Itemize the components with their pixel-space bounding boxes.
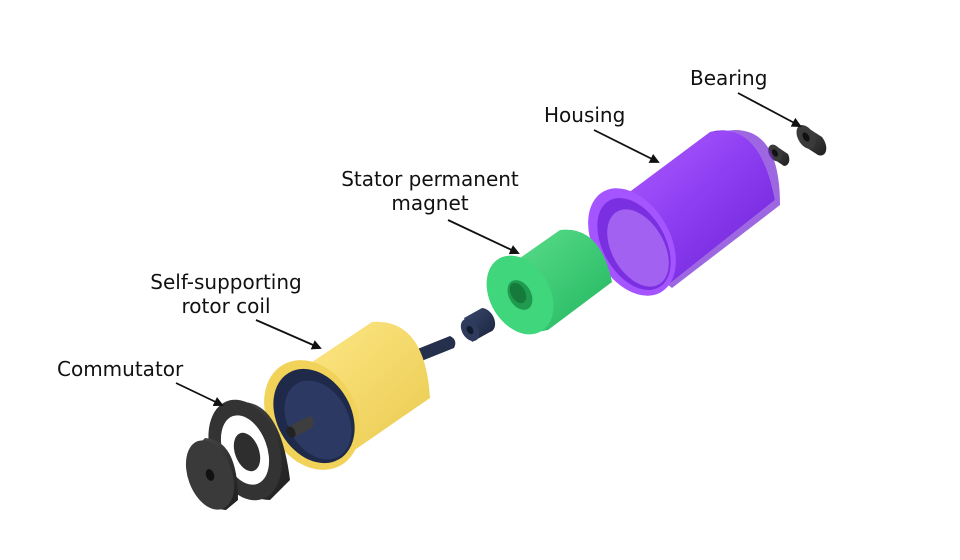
housing-part bbox=[588, 130, 780, 296]
rotor-coil-part bbox=[264, 321, 430, 470]
label-rotor-line1: Self-supporting bbox=[150, 270, 302, 294]
label-housing: Housing bbox=[544, 103, 626, 127]
bearing-part bbox=[768, 125, 827, 166]
commutator-part bbox=[185, 399, 290, 510]
label-stator-line1: Stator permanent bbox=[341, 167, 519, 191]
shaft-spacer-part bbox=[460, 308, 496, 342]
leader-lines bbox=[175, 92, 802, 407]
label-stator-magnet: Stator permanent magnet bbox=[330, 167, 530, 215]
label-commutator: Commutator bbox=[57, 357, 184, 381]
stator-leader bbox=[447, 219, 520, 255]
commutator-leader bbox=[175, 382, 224, 407]
stator-magnet-part bbox=[486, 229, 612, 335]
label-rotor-line2: rotor coil bbox=[181, 294, 271, 318]
bearing-leader bbox=[737, 92, 802, 127]
rotor-leader bbox=[255, 319, 322, 350]
label-stator-line2: magnet bbox=[391, 191, 469, 215]
housing-leader bbox=[593, 129, 660, 163]
label-rotor-coil: Self-supporting rotor coil bbox=[136, 270, 316, 318]
label-bearing: Bearing bbox=[690, 66, 768, 90]
